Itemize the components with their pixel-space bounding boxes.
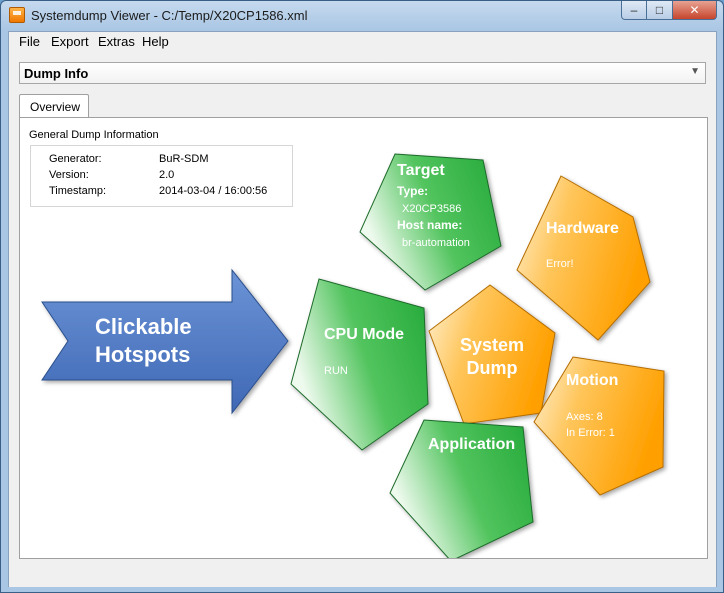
dump-selector[interactable]: Dump Info ▼ [19, 62, 706, 84]
target-type-value: X20CP3586 [402, 203, 461, 215]
version-label: Version: [49, 169, 89, 181]
hotspot-callout: Clickable Hotspots [41, 268, 289, 415]
maximize-button[interactable]: □ [647, 1, 673, 20]
cpu-mode-title: CPU Mode [324, 326, 404, 343]
menu-bar: File Export Extras Help [9, 32, 716, 52]
application-title: Application [428, 436, 515, 453]
system-dump-line2: Dump [467, 358, 518, 378]
status-bar [9, 565, 716, 587]
menu-help[interactable]: Help [142, 34, 169, 49]
hardware-status: Error! [546, 258, 574, 270]
client-area: File Export Extras Help Dump Info ▼ Over… [8, 31, 717, 587]
motion-title: Motion [566, 372, 618, 389]
generator-label: Generator: [49, 153, 102, 165]
hotspot-cpu-mode[interactable]: CPU Mode RUN [290, 278, 429, 451]
dump-selector-value: Dump Info [24, 66, 89, 81]
callout-line2: Hotspots [95, 342, 190, 367]
timestamp-label: Timestamp: [49, 185, 107, 197]
motion-axes: Axes: 8 [566, 411, 603, 423]
hotspot-diagram: Clickable Hotspots Target Type: X20CP358… [41, 153, 665, 558]
hardware-title: Hardware [546, 220, 619, 237]
general-info-box: Generator: BuR-SDM Version: 2.0 Timestam… [30, 145, 293, 207]
general-info-title: General Dump Information [29, 129, 159, 141]
motion-in-error: In Error: 1 [566, 427, 615, 439]
title-bar[interactable]: Systemdump Viewer - C:/Temp/X20CP1586.xm… [1, 1, 723, 31]
target-type-label: Type: [397, 184, 428, 198]
menu-extras[interactable]: Extras [98, 34, 135, 49]
app-icon [9, 7, 25, 23]
target-title: Target [397, 162, 445, 179]
system-dump-line1: System [460, 335, 524, 355]
target-host-value: br-automation [402, 237, 470, 249]
hotspot-hardware[interactable]: Hardware Error! [516, 175, 651, 341]
tab-overview-label: Overview [30, 100, 81, 114]
menu-file[interactable]: File [19, 34, 40, 49]
hotspot-system-dump[interactable]: System Dump [428, 284, 556, 425]
timestamp-value: 2014-03-04 / 16:00:56 [159, 185, 268, 197]
chevron-down-icon[interactable]: ▼ [690, 66, 700, 77]
tab-overview[interactable]: Overview [19, 94, 89, 118]
callout-line1: Clickable [95, 314, 192, 339]
cpu-mode-value: RUN [324, 365, 348, 377]
window-title: Systemdump Viewer - C:/Temp/X20CP1586.xm… [31, 8, 308, 23]
menu-export[interactable]: Export [51, 34, 89, 49]
target-host-label: Host name: [397, 218, 462, 232]
close-button[interactable]: ✕ [673, 1, 717, 20]
hotspot-target[interactable]: Target Type: X20CP3586 Host name: br-aut… [359, 153, 502, 291]
minimize-button[interactable]: – [621, 1, 647, 20]
overview-panel: General Dump Information Generator: BuR-… [19, 117, 708, 559]
version-value: 2.0 [159, 169, 175, 181]
hotspot-motion[interactable]: Motion Axes: 8 In Error: 1 [533, 356, 665, 496]
hotspot-application[interactable]: Application [389, 419, 534, 558]
generator-value: BuR-SDM [159, 153, 209, 165]
